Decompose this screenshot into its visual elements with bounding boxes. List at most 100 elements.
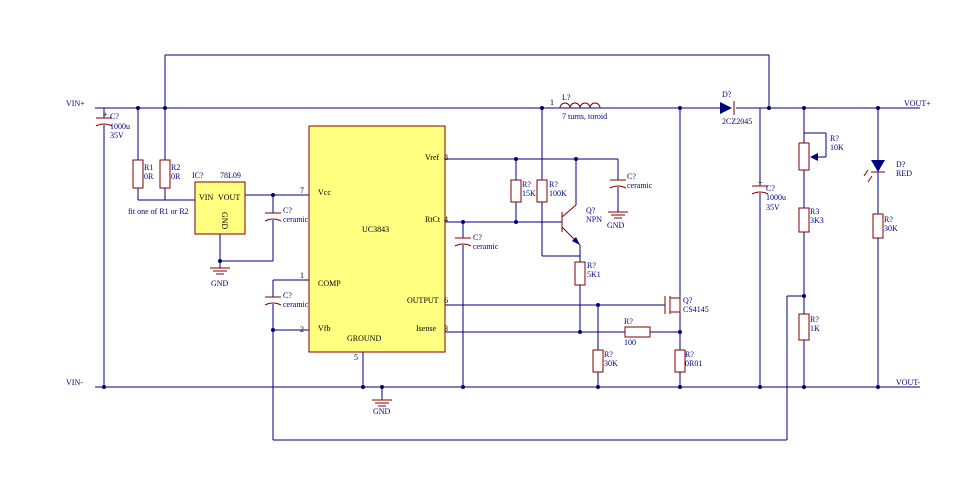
svg-text:R3: R3	[810, 207, 819, 216]
svg-text:0R01: 0R01	[685, 359, 702, 368]
svg-text:C?: C?	[627, 172, 636, 181]
wires	[95, 54, 920, 441]
output-capacitor: + C? 1000u 35V	[751, 178, 786, 212]
svg-text:OUTPUT: OUTPUT	[407, 296, 439, 305]
svg-text:R?: R?	[810, 315, 819, 324]
svg-text:VOUT: VOUT	[218, 193, 240, 202]
regulator-78l09: IC? 78L09 VIN VOUT GND	[192, 171, 246, 235]
svg-text:NPN: NPN	[586, 215, 602, 224]
svg-text:35V: 35V	[110, 131, 124, 140]
svg-text:1000u: 1000u	[110, 122, 130, 131]
svg-text:0R: 0R	[144, 172, 154, 181]
svg-text:C?: C?	[283, 291, 292, 300]
net-label-vin-minus: VIN-	[66, 378, 83, 387]
svg-text:R?: R?	[522, 180, 531, 189]
svg-text:Vref: Vref	[425, 153, 440, 162]
svg-text:100K: 100K	[549, 189, 567, 198]
svg-text:C?: C?	[110, 112, 119, 121]
svg-text:Vcc: Vcc	[318, 188, 331, 197]
svg-text:ceramic: ceramic	[283, 300, 309, 309]
svg-text:4: 4	[444, 215, 448, 224]
svg-text:C?: C?	[283, 206, 292, 215]
svg-text:78L09: 78L09	[220, 171, 241, 180]
junction-dots	[102, 106, 880, 389]
gnd-symbol-regulator: GND	[210, 267, 230, 288]
resistor-15k: R? 15K	[510, 179, 536, 203]
potentiometer-10k: R? 10K	[798, 134, 844, 171]
gnd-symbol-vref: GND	[607, 211, 628, 230]
resistor-5k1: R? 5K1	[574, 261, 601, 286]
regulator-gnd-text: GND	[220, 212, 229, 230]
resistor-100: R? 100	[624, 317, 651, 347]
svg-text:1: 1	[550, 98, 554, 107]
resistor-r3: R3 3K3	[798, 207, 824, 233]
resistor-r1: R1 0R	[132, 159, 154, 189]
svg-text:Isense: Isense	[416, 324, 436, 333]
svg-text:3K3: 3K3	[810, 216, 824, 225]
svg-text:1K: 1K	[810, 324, 820, 333]
inductor-l1: 1 L? 7 turns, toroid	[550, 93, 607, 121]
svg-text:RtCt: RtCt	[425, 215, 441, 224]
svg-text:5: 5	[354, 353, 358, 362]
input-capacitor: + C? 1000u 35V	[95, 110, 130, 140]
svg-text:5K1: 5K1	[587, 270, 601, 279]
svg-text:L?: L?	[562, 93, 571, 102]
svg-text:IC?: IC?	[192, 171, 204, 180]
capacitor-vcc: C? ceramic	[264, 206, 309, 224]
gnd-symbol-main: GND	[372, 399, 392, 416]
svg-text:10K: 10K	[830, 143, 844, 152]
svg-text:D?: D?	[896, 160, 906, 169]
resistor-1k: R? 1K	[798, 313, 820, 341]
svg-text:+: +	[103, 110, 108, 119]
svg-text:+: +	[758, 178, 763, 187]
svg-text:Vfb: Vfb	[318, 324, 330, 333]
resistor-0r01: R? 0R01	[674, 349, 702, 373]
svg-text:8: 8	[444, 153, 448, 162]
svg-text:3: 3	[444, 324, 448, 333]
net-label-vout-plus: VOUT+	[904, 99, 931, 108]
capacitor-rtct: C? ceramic	[454, 233, 499, 251]
svg-text:R?: R?	[685, 350, 694, 359]
svg-text:2: 2	[300, 325, 304, 334]
svg-text:ceramic: ceramic	[627, 181, 653, 190]
transistor-npn: Q? NPN	[561, 204, 602, 246]
resistor-100k: R? 100K	[536, 179, 567, 203]
net-label-vin-plus: VIN+	[66, 99, 85, 108]
ic-uc3843: UC3843 Vcc 7 COMP 1 Vfb 2 Vref 8 RtCt 4 …	[300, 125, 448, 362]
svg-text:GND: GND	[211, 279, 229, 288]
svg-text:100: 100	[624, 338, 636, 347]
resistor-30k-gate: R? 30K	[592, 349, 618, 373]
svg-text:Q?: Q?	[586, 206, 596, 215]
led-red: D? RED	[863, 160, 912, 183]
svg-text:R?: R?	[549, 180, 558, 189]
svg-text:R1: R1	[144, 163, 153, 172]
resistor-30k-led: R? 30K	[872, 213, 898, 239]
svg-text:R?: R?	[587, 261, 596, 270]
svg-text:C?: C?	[766, 184, 775, 193]
svg-text:1000u: 1000u	[766, 193, 786, 202]
svg-text:6: 6	[444, 296, 448, 305]
ic-name: UC3843	[362, 225, 389, 234]
capacitor-comp: C? ceramic	[264, 291, 309, 309]
mosfet-cs4145: Q? CS4145	[664, 296, 709, 314]
svg-text:RED: RED	[896, 169, 912, 178]
svg-text:COMP: COMP	[318, 279, 341, 288]
svg-text:R?: R?	[604, 350, 613, 359]
svg-text:0R: 0R	[171, 172, 181, 181]
svg-text:GND: GND	[373, 407, 391, 416]
capacitor-vref: C? ceramic	[609, 172, 653, 190]
svg-text:R?: R?	[624, 317, 633, 326]
svg-text:CS4145: CS4145	[683, 305, 709, 314]
svg-text:R2: R2	[171, 163, 180, 172]
svg-text:7: 7	[300, 186, 304, 195]
svg-text:ceramic: ceramic	[473, 242, 499, 251]
svg-text:R?: R?	[884, 215, 893, 224]
svg-text:30K: 30K	[604, 359, 618, 368]
svg-text:Q?: Q?	[683, 296, 693, 305]
svg-text:GROUND: GROUND	[347, 334, 381, 343]
svg-text:15K: 15K	[522, 189, 536, 198]
svg-text:GND: GND	[607, 221, 625, 230]
diode-2cz2045: D? 2CZ2045	[720, 90, 752, 126]
svg-text:R?: R?	[830, 134, 839, 143]
